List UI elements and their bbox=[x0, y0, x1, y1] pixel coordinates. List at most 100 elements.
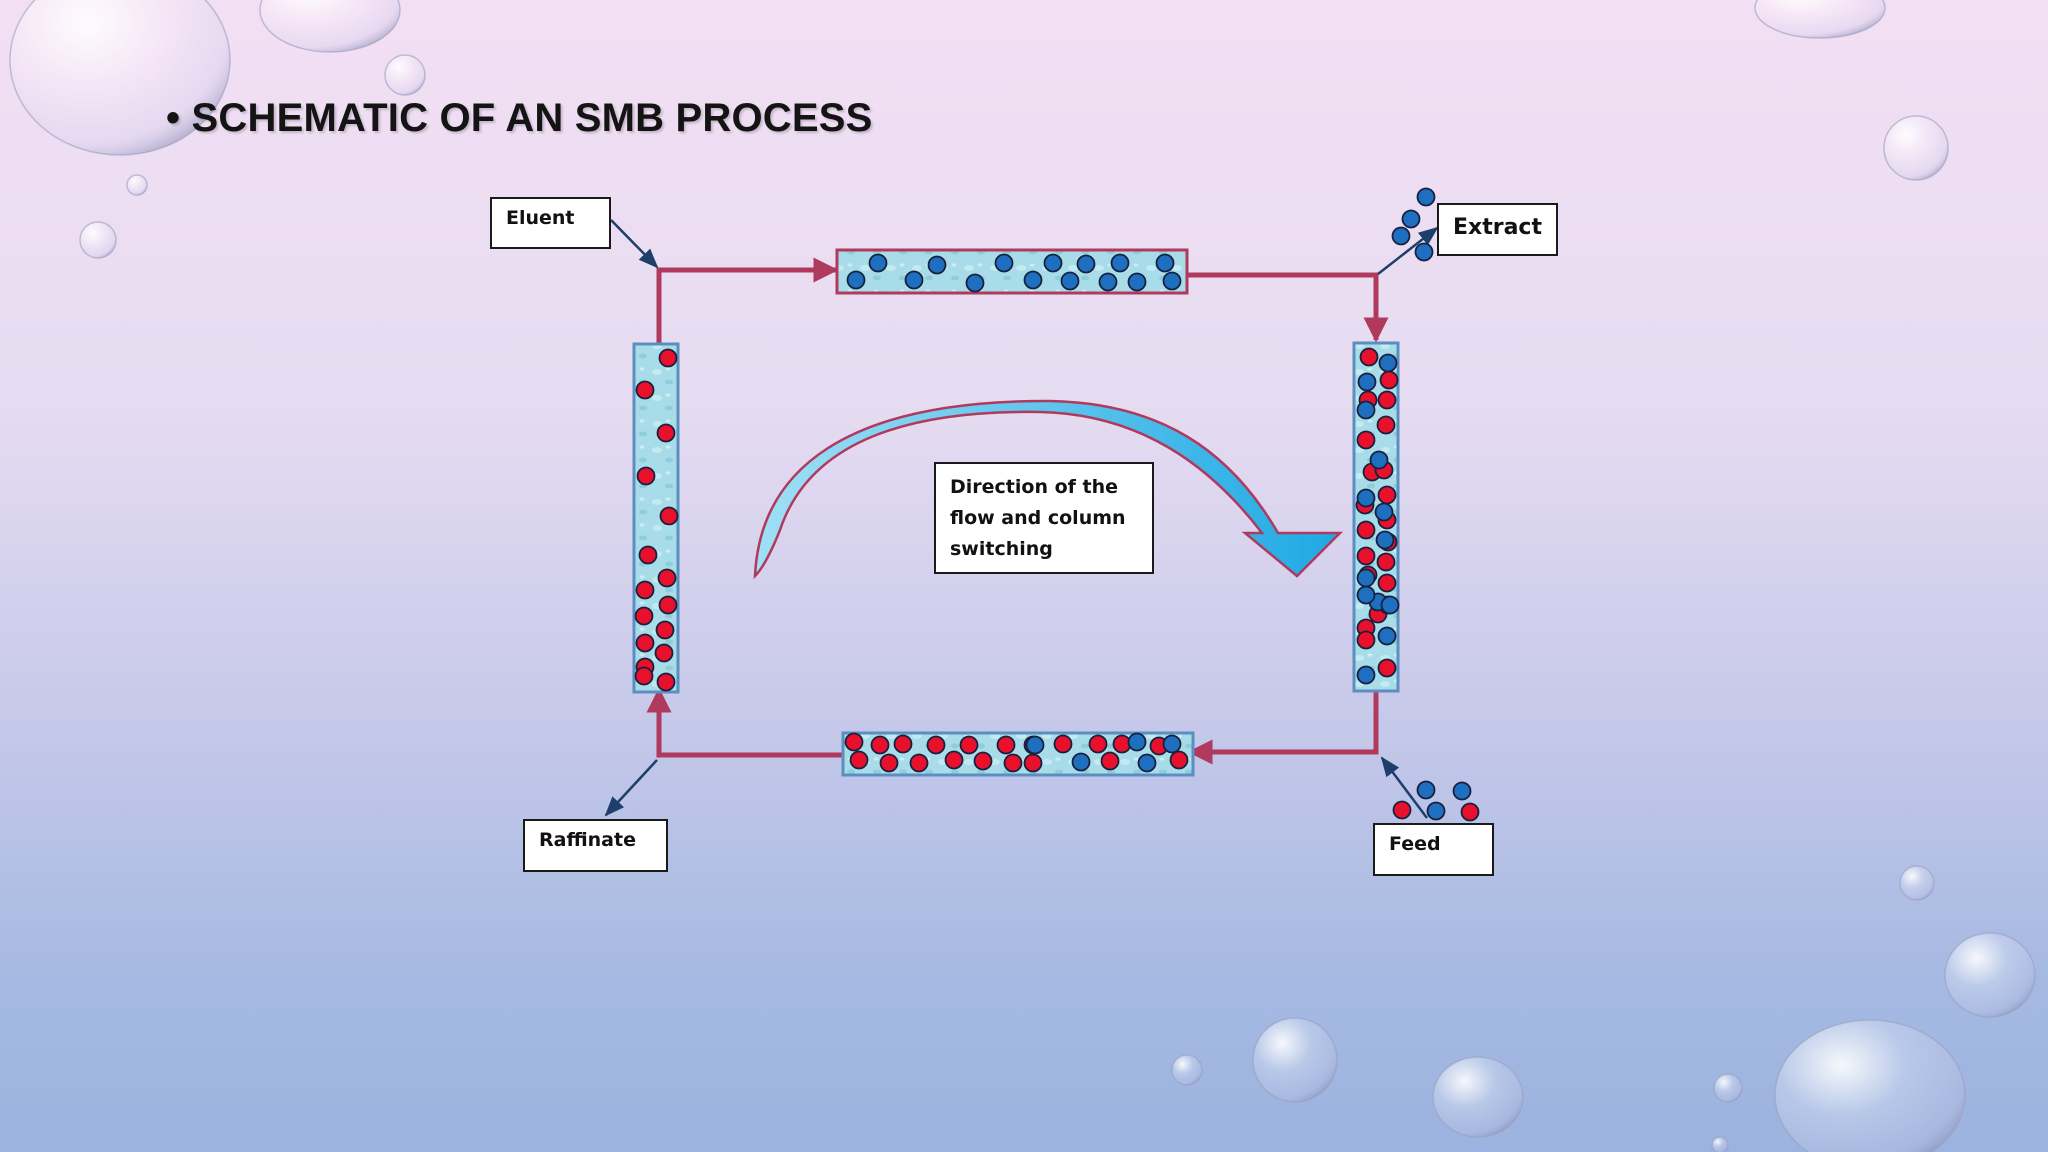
red-particle bbox=[944, 750, 964, 770]
red-particle bbox=[635, 633, 655, 653]
blue-particle bbox=[868, 253, 888, 273]
red-particle bbox=[996, 735, 1016, 755]
blue-particle bbox=[965, 273, 985, 293]
particles-right bbox=[1355, 347, 1400, 685]
red-particle bbox=[870, 735, 890, 755]
red-particle bbox=[1169, 750, 1189, 770]
extract-label-box: Extract bbox=[1437, 203, 1558, 256]
red-particle bbox=[1392, 800, 1412, 820]
particles-extract bbox=[1391, 187, 1436, 262]
blue-particle bbox=[994, 253, 1014, 273]
water-drop bbox=[79, 221, 117, 259]
blue-particle bbox=[927, 255, 947, 275]
water-drop bbox=[1883, 115, 1949, 181]
flow-direction-curved-arrow bbox=[753, 399, 1344, 580]
red-particle bbox=[1100, 751, 1120, 771]
red-particle bbox=[635, 380, 655, 400]
red-particle bbox=[1377, 658, 1397, 678]
red-particle bbox=[926, 735, 946, 755]
blue-particle bbox=[1426, 801, 1446, 821]
blue-particle bbox=[1356, 568, 1376, 588]
red-particle bbox=[656, 423, 676, 443]
red-particle bbox=[1053, 734, 1073, 754]
blue-particle bbox=[1098, 272, 1118, 292]
red-particle bbox=[1088, 734, 1108, 754]
water-drop bbox=[384, 54, 426, 96]
pipe-left-top bbox=[656, 257, 839, 344]
red-particle bbox=[1377, 390, 1397, 410]
red-particle bbox=[658, 348, 678, 368]
blue-particle bbox=[1416, 780, 1436, 800]
water-drop bbox=[1944, 932, 2036, 1018]
red-particle bbox=[654, 643, 674, 663]
blue-particle bbox=[1162, 734, 1182, 754]
blue-particle bbox=[1356, 488, 1376, 508]
water-drop bbox=[1754, 0, 1886, 39]
feed-label: Feed bbox=[1389, 833, 1441, 855]
blue-particle bbox=[1025, 735, 1045, 755]
red-particle bbox=[1377, 485, 1397, 505]
red-particle bbox=[635, 580, 655, 600]
red-particle bbox=[1460, 802, 1480, 822]
blue-particle bbox=[1127, 732, 1147, 752]
blue-particle bbox=[1401, 209, 1421, 229]
red-particle bbox=[844, 732, 864, 752]
blue-particle bbox=[1374, 502, 1394, 522]
red-particle bbox=[1356, 520, 1376, 540]
particles-feed bbox=[1392, 780, 1480, 822]
blue-particle bbox=[846, 270, 866, 290]
water-drop bbox=[1711, 1136, 1729, 1152]
flow-label-line-2: flow and column bbox=[950, 507, 1126, 529]
water-drop bbox=[1432, 1056, 1524, 1138]
blue-particle bbox=[904, 270, 924, 290]
eluent-label: Eluent bbox=[506, 207, 575, 229]
red-particle bbox=[657, 568, 677, 588]
feed-label-box: Feed bbox=[1373, 823, 1494, 876]
extract-arrow bbox=[1377, 226, 1439, 275]
red-particle bbox=[1003, 753, 1023, 773]
red-particle bbox=[659, 506, 679, 526]
red-particle bbox=[656, 672, 676, 692]
water-drop bbox=[1899, 865, 1935, 901]
blue-particle bbox=[1452, 781, 1472, 801]
blue-particle bbox=[1369, 450, 1389, 470]
water-drop bbox=[9, 0, 231, 156]
red-particle bbox=[879, 753, 899, 773]
red-particle bbox=[849, 750, 869, 770]
blue-particle bbox=[1391, 226, 1411, 246]
red-particle bbox=[893, 734, 913, 754]
blue-particle bbox=[1127, 272, 1147, 292]
blue-particle bbox=[1416, 187, 1436, 207]
red-particle bbox=[1356, 430, 1376, 450]
drop-group bbox=[9, 0, 2036, 1152]
label-arrows bbox=[604, 219, 1439, 819]
red-particle bbox=[1376, 552, 1396, 572]
pipe-bottom-left bbox=[646, 687, 843, 758]
blue-particle bbox=[1356, 585, 1376, 605]
raffinate-arrow bbox=[604, 759, 658, 817]
flow-direction-label-box: Direction of the flow and column switchi… bbox=[934, 462, 1154, 574]
particles-top bbox=[846, 253, 1182, 293]
eluent-arrow bbox=[610, 219, 659, 269]
pipe-loop bbox=[646, 257, 1389, 765]
red-particle bbox=[636, 466, 656, 486]
red-particle bbox=[638, 545, 658, 565]
red-particle bbox=[973, 751, 993, 771]
red-particle bbox=[1376, 415, 1396, 435]
eluent-label-box: Eluent bbox=[490, 197, 611, 249]
red-particle bbox=[1023, 753, 1043, 773]
red-particle bbox=[1356, 630, 1376, 650]
red-particle bbox=[634, 666, 654, 686]
water-drop bbox=[1171, 1054, 1203, 1086]
blue-particle bbox=[1155, 253, 1175, 273]
blue-particle bbox=[1377, 626, 1397, 646]
red-particle bbox=[658, 595, 678, 615]
particles-bottom bbox=[844, 732, 1189, 773]
water-drop bbox=[1774, 1019, 1966, 1152]
red-particle bbox=[959, 735, 979, 755]
raffinate-label-box: Raffinate bbox=[523, 819, 668, 872]
blue-particle bbox=[1023, 270, 1043, 290]
red-particle bbox=[1379, 370, 1399, 390]
